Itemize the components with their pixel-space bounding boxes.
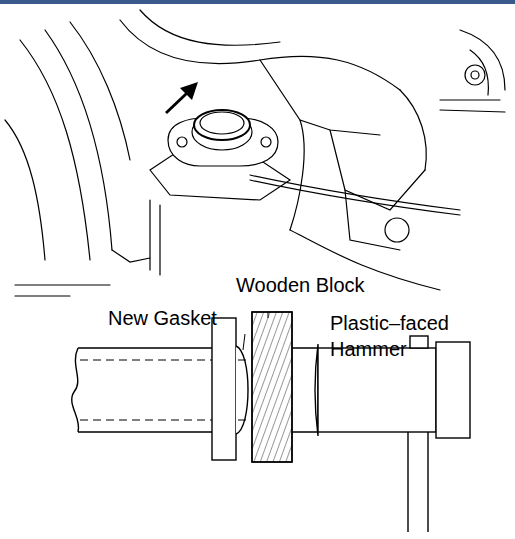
hammer-face bbox=[436, 342, 470, 438]
pointer-arrow bbox=[165, 82, 198, 114]
part-label: New Gasket bbox=[108, 305, 238, 331]
hammer-handle bbox=[408, 432, 428, 532]
installation-detail bbox=[72, 312, 470, 532]
shaft bbox=[78, 348, 212, 432]
part-label: Wooden Block bbox=[236, 272, 386, 298]
hammer-face-edge bbox=[292, 348, 318, 432]
shaft-break bbox=[72, 348, 79, 432]
underbody-sketch bbox=[5, 10, 505, 296]
hammer-wedge bbox=[410, 336, 428, 348]
leader-line bbox=[268, 312, 269, 318]
wooden-block-outline bbox=[252, 312, 292, 462]
part-label-text: Wooden Block bbox=[236, 274, 365, 296]
part-label-text: Plastic–faced Hammer bbox=[330, 312, 449, 360]
leader-line bbox=[243, 334, 245, 350]
gasket bbox=[236, 346, 248, 434]
part-label: Plastic–faced Hammer bbox=[330, 310, 480, 362]
flange-plate bbox=[212, 318, 236, 460]
top-bar bbox=[0, 0, 515, 4]
hammer-head bbox=[318, 348, 436, 432]
part-label-text: New Gasket bbox=[108, 307, 217, 329]
wooden-block bbox=[252, 312, 292, 462]
